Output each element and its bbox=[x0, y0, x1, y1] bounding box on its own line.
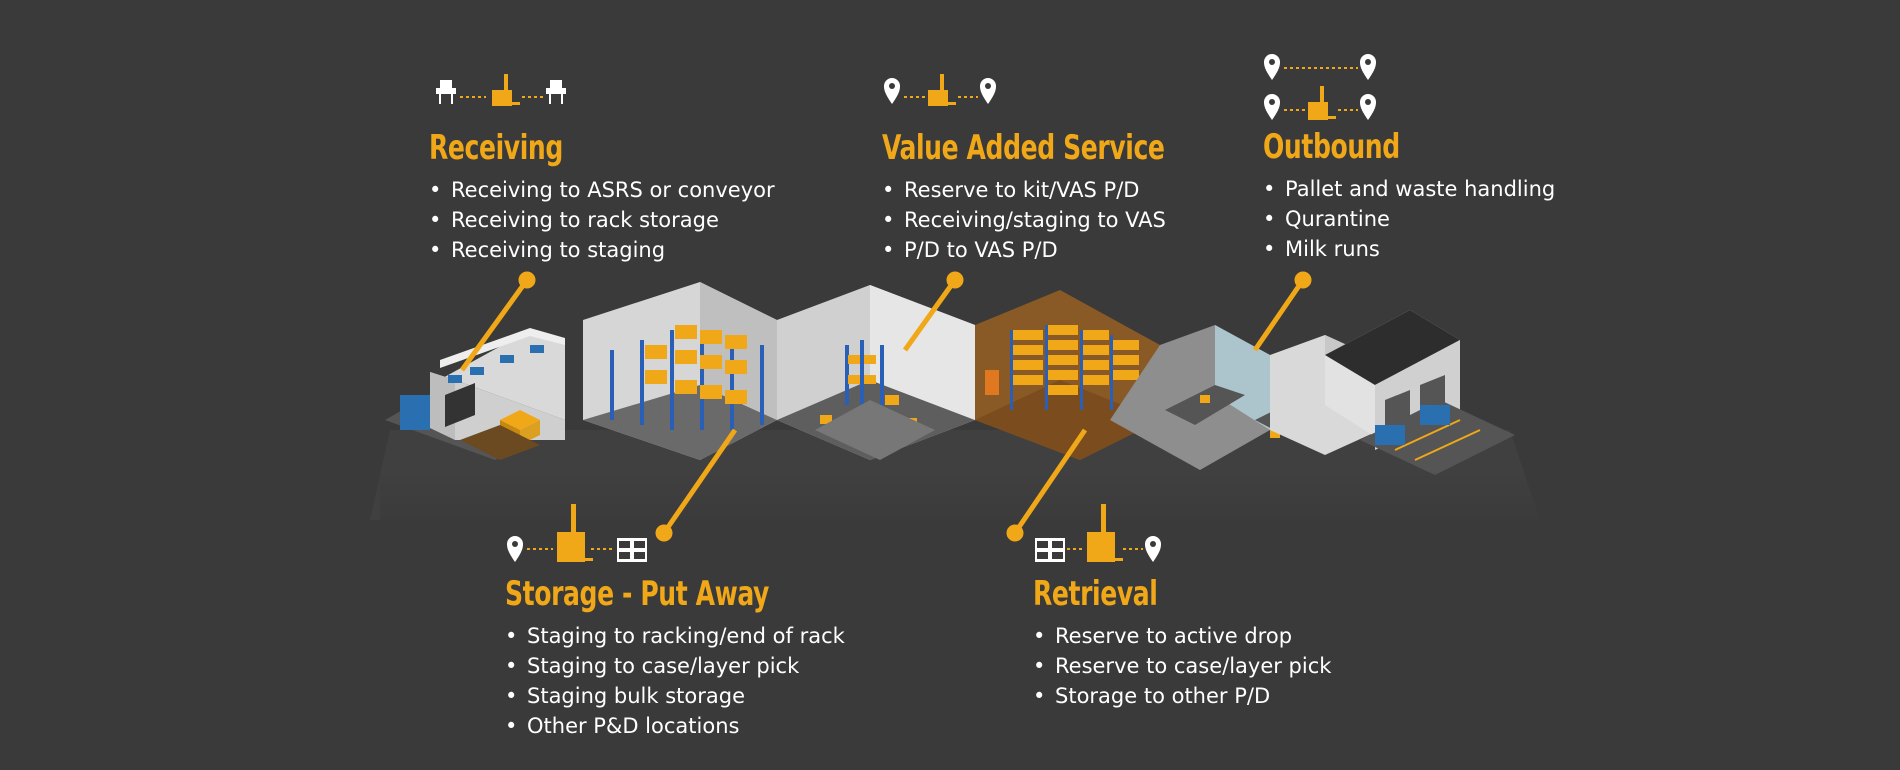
forklift-icon bbox=[557, 504, 593, 562]
receiving-list: Receiving to ASRS or conveyor Receiving … bbox=[429, 175, 775, 265]
location-pin-icon bbox=[1360, 94, 1376, 120]
list-item: Reserve to kit/VAS P/D bbox=[882, 175, 1227, 205]
storage-title: Storage - Put Away bbox=[505, 574, 770, 614]
location-pin-icon bbox=[1264, 54, 1280, 80]
vas-list: Reserve to kit/VAS P/D Receiving/staging… bbox=[882, 175, 1227, 265]
location-pin-icon bbox=[884, 78, 900, 104]
box-on-stand-icon bbox=[546, 80, 566, 104]
list-item: Pallet and waste handling bbox=[1263, 174, 1555, 204]
retrieval-section: Retrieval Reserve to active drop Reserve… bbox=[1033, 573, 1331, 711]
retrieval-list: Reserve to active drop Reserve to case/l… bbox=[1033, 621, 1331, 711]
outbound-list: Pallet and waste handling Qurantine Milk… bbox=[1263, 174, 1555, 264]
vas-section: Value Added Service Reserve to kit/VAS P… bbox=[882, 127, 1227, 265]
location-pin-icon bbox=[1145, 536, 1161, 562]
pallet-rack-icon bbox=[617, 538, 647, 562]
outbound-title: Outbound bbox=[1263, 127, 1400, 167]
retrieval-title: Retrieval bbox=[1033, 574, 1158, 614]
list-item: Staging to racking/end of rack bbox=[505, 621, 845, 651]
vas-area bbox=[777, 285, 975, 460]
storage-section: Storage - Put Away Staging to racking/en… bbox=[505, 573, 845, 741]
location-pin-icon bbox=[1360, 54, 1376, 80]
list-item: Milk runs bbox=[1263, 234, 1555, 264]
vas-icons bbox=[882, 70, 1002, 116]
receiving-icons bbox=[432, 70, 572, 116]
list-item: P/D to VAS P/D bbox=[882, 235, 1227, 265]
storage-list: Staging to racking/end of rack Staging t… bbox=[505, 621, 845, 741]
shipping-building bbox=[1270, 310, 1515, 475]
list-item: Receiving to ASRS or conveyor bbox=[429, 175, 775, 205]
outbound-icons bbox=[1262, 50, 1382, 126]
forklift-icon bbox=[492, 74, 520, 106]
outbound-section: Outbound Pallet and waste handling Quran… bbox=[1263, 126, 1555, 264]
list-item: Storage to other P/D bbox=[1033, 681, 1331, 711]
vas-title: Value Added Service bbox=[882, 128, 1165, 168]
forklift-icon bbox=[928, 74, 956, 106]
list-item: Staging bulk storage bbox=[505, 681, 845, 711]
list-item: Reserve to active drop bbox=[1033, 621, 1331, 651]
list-item: Receiving to staging bbox=[429, 235, 775, 265]
list-item: Receiving/staging to VAS bbox=[882, 205, 1227, 235]
forklift-icon bbox=[1087, 504, 1123, 562]
receiving-title: Receiving bbox=[429, 128, 563, 168]
list-item: Staging to case/layer pick bbox=[505, 651, 845, 681]
pallet-rack-icon bbox=[1035, 538, 1065, 562]
location-pin-icon bbox=[507, 536, 523, 562]
list-item: Reserve to case/layer pick bbox=[1033, 651, 1331, 681]
location-pin-icon bbox=[1264, 94, 1280, 120]
list-item: Other P&D locations bbox=[505, 711, 845, 741]
box-on-stand-icon bbox=[436, 80, 456, 104]
receiving-dock bbox=[385, 328, 565, 460]
list-item: Qurantine bbox=[1263, 204, 1555, 234]
location-pin-icon bbox=[980, 78, 996, 104]
storage-racking-area bbox=[583, 282, 777, 460]
retrieval-icons bbox=[1033, 502, 1163, 568]
storage-icons bbox=[505, 502, 655, 568]
connector-lines bbox=[459, 271, 1312, 542]
forklift-icon bbox=[1308, 86, 1336, 120]
list-item: Receiving to rack storage bbox=[429, 205, 775, 235]
outbound-staging-area bbox=[1110, 325, 1320, 470]
receiving-section: Receiving Receiving to ASRS or conveyor … bbox=[429, 127, 775, 265]
